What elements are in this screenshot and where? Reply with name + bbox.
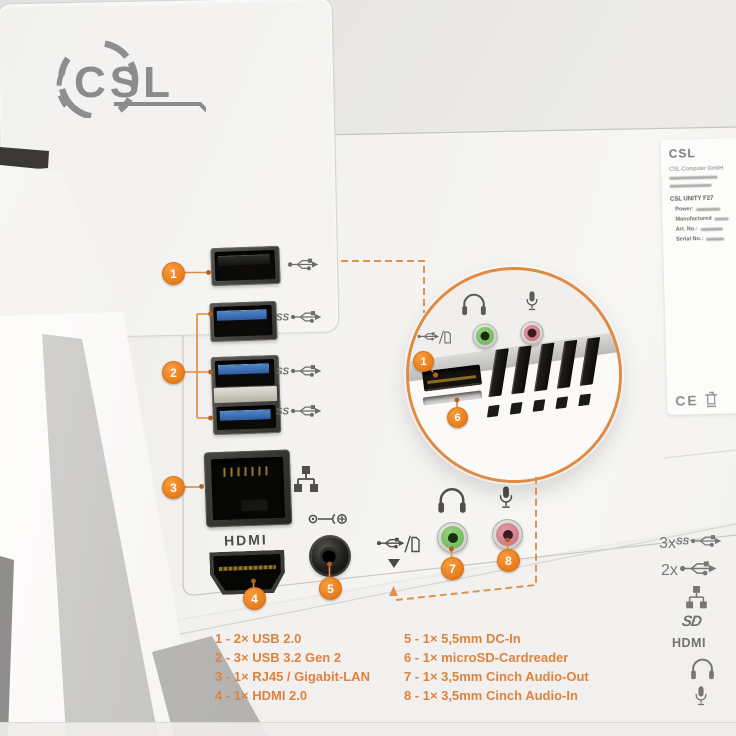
badge-3: 3 <box>162 476 185 499</box>
headphones-icon <box>690 657 715 681</box>
legend: 1 - 2× USB 2.0 2 - 3× USB 3.2 Gen 2 3 - … <box>215 629 589 705</box>
usb-card-icon <box>376 534 420 555</box>
arrow-down-icon <box>388 559 400 568</box>
table-edge <box>0 722 736 736</box>
headphones-icon <box>437 486 467 515</box>
legend-item: 1 - 2× USB 2.0 <box>215 631 302 646</box>
summary-usb2: 2x <box>661 561 718 581</box>
jack-audio-in <box>492 519 523 550</box>
microphone-icon <box>694 683 708 710</box>
svg-text:SS: SS <box>276 312 290 323</box>
badge-1-magnified: 1 <box>413 351 434 372</box>
badge-4: 4 <box>243 587 266 610</box>
badge-7: 7 <box>441 557 464 580</box>
dc-in-icon <box>308 512 348 526</box>
lan-icon <box>294 466 318 494</box>
legend-item: 3 - 1× RJ45 / Gigabit-LAN <box>215 669 370 684</box>
microphone-icon <box>498 482 514 514</box>
badge-8: 8 <box>497 549 520 572</box>
legend-item: 7 - 1× 3,5mm Cinch Audio-Out <box>403 669 589 684</box>
magnifier-side-panel <box>406 267 622 483</box>
badge-1: 1 <box>162 262 185 285</box>
badge-6-magnified: 6 <box>447 407 468 428</box>
jack-audio-out <box>437 522 468 553</box>
weee-bin-icon <box>705 391 718 408</box>
usb-ss-icon: SS <box>676 533 722 554</box>
svg-text:SS: SS <box>276 366 290 377</box>
svg-text:SS: SS <box>676 536 690 547</box>
legend-item: 4 - 1× HDMI 2.0 <box>215 688 308 703</box>
summary-usb3: 3x SS <box>659 533 722 554</box>
usb-card-icon <box>417 329 451 346</box>
usb-icon <box>287 257 319 272</box>
usb-ss-icon: SS <box>276 309 322 325</box>
sd-icon: SD <box>680 613 703 630</box>
hdmi-icon: HDMI <box>672 636 706 650</box>
lan-icon <box>686 586 707 610</box>
legend-item: 6 - 1× microSD-Cardreader <box>403 650 569 665</box>
jack-audio-in <box>520 321 544 345</box>
badge-5: 5 <box>319 577 342 600</box>
headphones-icon <box>461 292 487 317</box>
microphone-icon <box>525 288 539 315</box>
legend-item: 8 - 1× 3,5mm Cinch Audio-In <box>403 688 578 703</box>
csl-logo: CSL <box>26 22 209 123</box>
csl-logo-text: CSL <box>74 58 174 107</box>
usb-icon <box>678 561 718 581</box>
device-label-sticker: CSL CSL-Computer GmbH CSL UNITY F27 Powe… <box>660 138 736 415</box>
jack-audio-out <box>472 323 498 349</box>
usb-ss-icon: SS <box>276 363 322 379</box>
legend-item: 2 - 3× USB 3.2 Gen 2 <box>215 650 342 665</box>
svg-text:SS: SS <box>276 406 290 417</box>
badge-2: 2 <box>162 361 185 384</box>
usb-ss-icon: SS <box>276 403 322 419</box>
legend-item: 5 - 1× 5,5mm DC-In <box>403 631 521 646</box>
